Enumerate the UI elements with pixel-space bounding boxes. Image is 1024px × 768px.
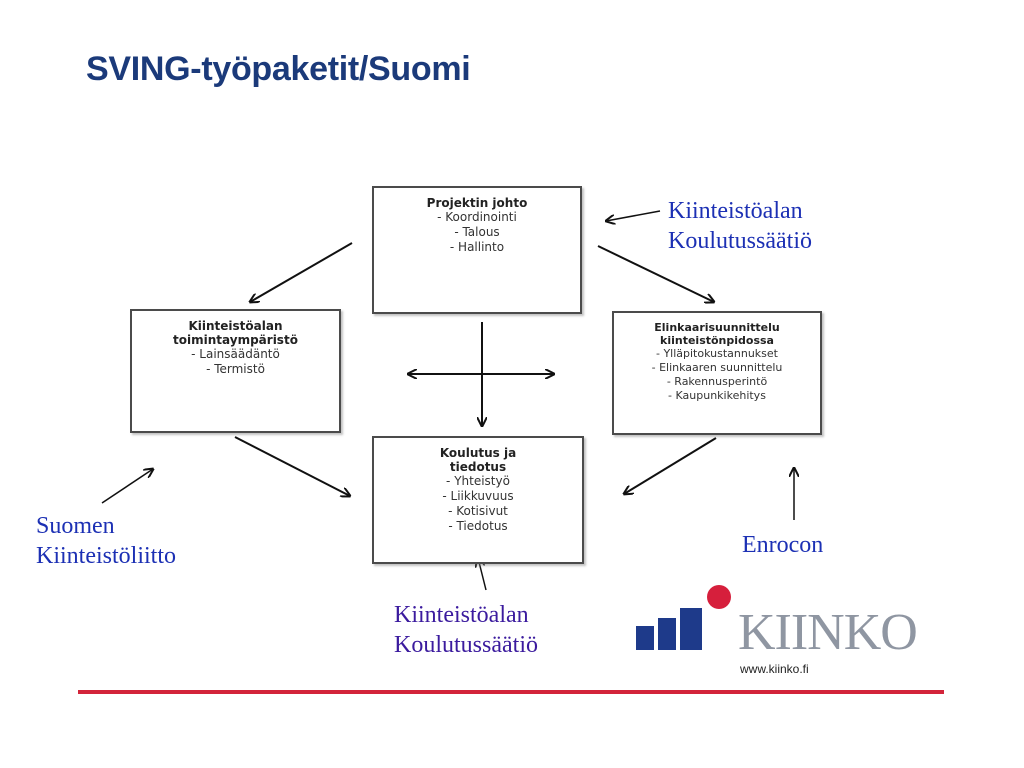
label-enrocon: Enrocon [742,530,823,560]
label-line: Enrocon [742,532,824,558]
box-item: - Termistö [206,362,265,376]
label-line: Kiinteistöliitto [36,543,177,569]
arrow-right-to-bottom [624,437,717,494]
logo-url: www.kiinko.fi [740,662,809,676]
kiinko-logo-icon [636,585,731,650]
label-line: Kiinteistöalan [668,198,803,224]
box-title-line: Elinkaarisuunnittelu [654,321,780,334]
box-item: - Kaupunkikehitys [668,389,766,402]
page-title: SVING-työpaketit/Suomi [86,50,471,88]
box-projektin-johto: Projektin johto - Koordinointi - Talous … [372,186,582,314]
box-item: - Rakennusperintö [666,375,768,388]
box-title-line: Projektin johto [426,196,528,210]
label-line: Kiinteistöalan [394,602,529,628]
box-item: - Tiedotus [448,519,508,533]
label-line: Suomen [36,513,115,539]
arrow-top-to-right [597,245,714,302]
box-title-line: toimintaympäristö [173,333,298,347]
arrow-left-to-bottom [234,436,350,496]
box-title-line: Kiinteistöalan [188,319,283,333]
box-item: - Liikkuvuus [442,489,514,503]
label-kiinteistoalan-koulutussaatio-bottom: Kiinteistöalan Koulutussäätiö [394,600,538,660]
box-item: - Kotisivut [448,504,508,518]
label-kiinteistoalan-koulutussaatio-top: Kiinteistöalan Koulutussäätiö [668,196,812,256]
arrow-top-to-left [250,242,353,302]
box-title-line: tiedotus [449,460,507,474]
box-item: - Talous [454,225,500,239]
label-line: Koulutussäätiö [394,632,538,658]
box-title-line: kiinteistönpidossa [660,334,774,347]
box-elinkaarisuunnittelu: Elinkaarisuunnittelu kiinteistönpidossa … [612,311,822,435]
box-toimintaymparisto: Kiinteistöalan toimintaympäristö - Lains… [130,309,341,433]
box-item: - Elinkaaren suunnittelu [651,361,783,374]
box-item: - Koordinointi [437,210,517,224]
box-item: - Lainsäädäntö [191,347,280,361]
pointer-left-label [101,469,153,504]
logo-wordmark: KIINKO [738,604,918,661]
label-line: Koulutussäätiö [668,228,812,254]
box-title-line: Koulutus ja [439,446,517,460]
box-item: - Hallinto [449,240,505,254]
pointer-top-right-label [606,210,661,221]
label-suomen-kiinteistoliitto: Suomen Kiinteistöliitto [36,511,176,571]
box-item: - Yhteistyö [446,474,510,488]
bottom-divider [78,690,944,694]
box-koulutus-ja-tiedotus: Koulutus ja tiedotus - Yhteistyö - Liikk… [372,436,584,564]
box-item: - Ylläpitokustannukset [655,347,778,360]
